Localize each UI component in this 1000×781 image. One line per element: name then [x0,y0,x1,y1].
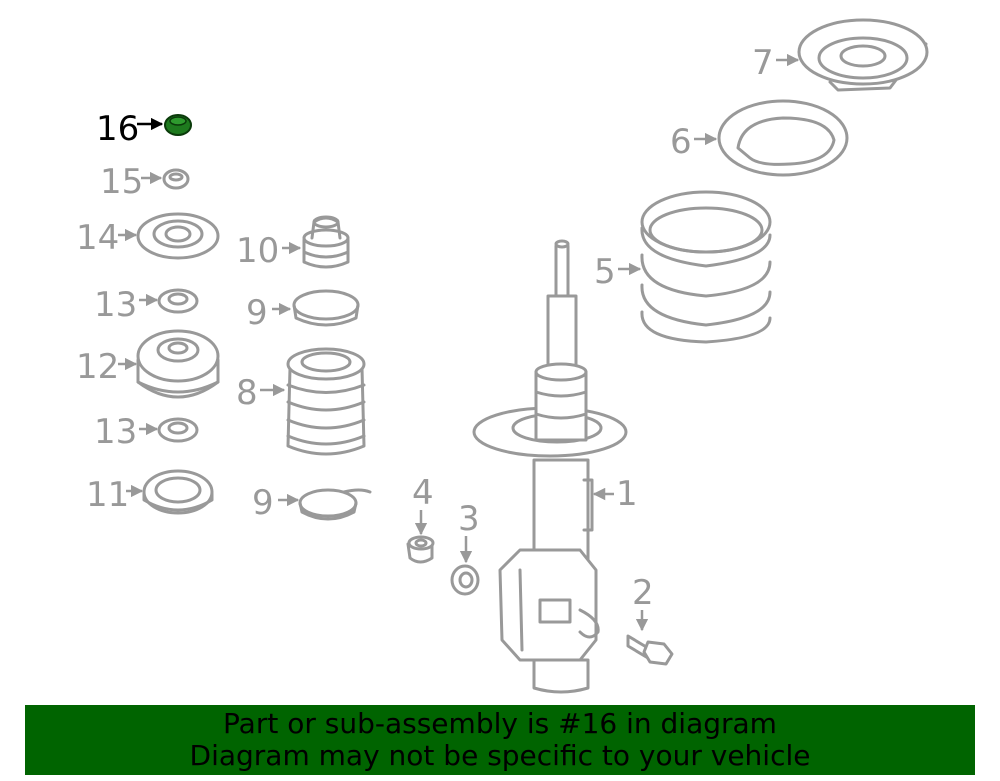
label-7: 7 [752,43,774,83]
label-15: 15 [100,162,143,202]
label-14: 14 [76,218,119,258]
info-banner: Part or sub-assembly is #16 in diagram D… [25,705,975,775]
label-1: 1 [616,474,638,514]
label-9-upper: 9 [246,293,268,333]
part-4-bushing[interactable] [406,535,435,564]
part-2-bolt[interactable] [626,634,674,666]
label-9-lower: 9 [252,483,274,523]
label-10: 10 [236,231,279,271]
label-8: 8 [236,373,258,413]
part-9-clip-lower[interactable] [298,488,372,521]
part-7-top-cap[interactable] [797,18,929,92]
part-5-coil-spring[interactable] [640,190,772,344]
banner-line-1: Part or sub-assembly is #16 in diagram [223,707,777,740]
label-12: 12 [76,347,119,387]
part-6-insulator[interactable] [717,99,849,177]
label-13-upper: 13 [94,285,137,325]
part-13-washer-lower[interactable] [157,417,199,443]
label-6: 6 [670,122,692,162]
label-16: 16 [96,109,139,149]
part-12-strut-mount[interactable] [136,329,220,399]
part-1-strut-assembly[interactable] [472,239,628,694]
part-9-clip-upper[interactable] [292,289,360,327]
label-11: 11 [86,475,129,515]
part-11-spring-seat[interactable] [142,469,214,515]
banner-line-2: Diagram may not be specific to your vehi… [189,739,811,772]
label-4: 4 [412,473,434,513]
part-14-mount-plate[interactable] [136,212,220,260]
label-3: 3 [458,499,480,539]
part-13-washer-upper[interactable] [157,288,199,314]
part-3-washer[interactable] [450,564,480,596]
label-13-lower: 13 [94,412,137,452]
part-10-bump-stop[interactable] [302,215,350,269]
label-5: 5 [594,252,616,292]
label-2: 2 [632,573,654,613]
part-15-washer[interactable] [162,168,190,190]
part-16-nut[interactable] [164,114,192,136]
part-8-dust-boot[interactable] [286,347,366,456]
